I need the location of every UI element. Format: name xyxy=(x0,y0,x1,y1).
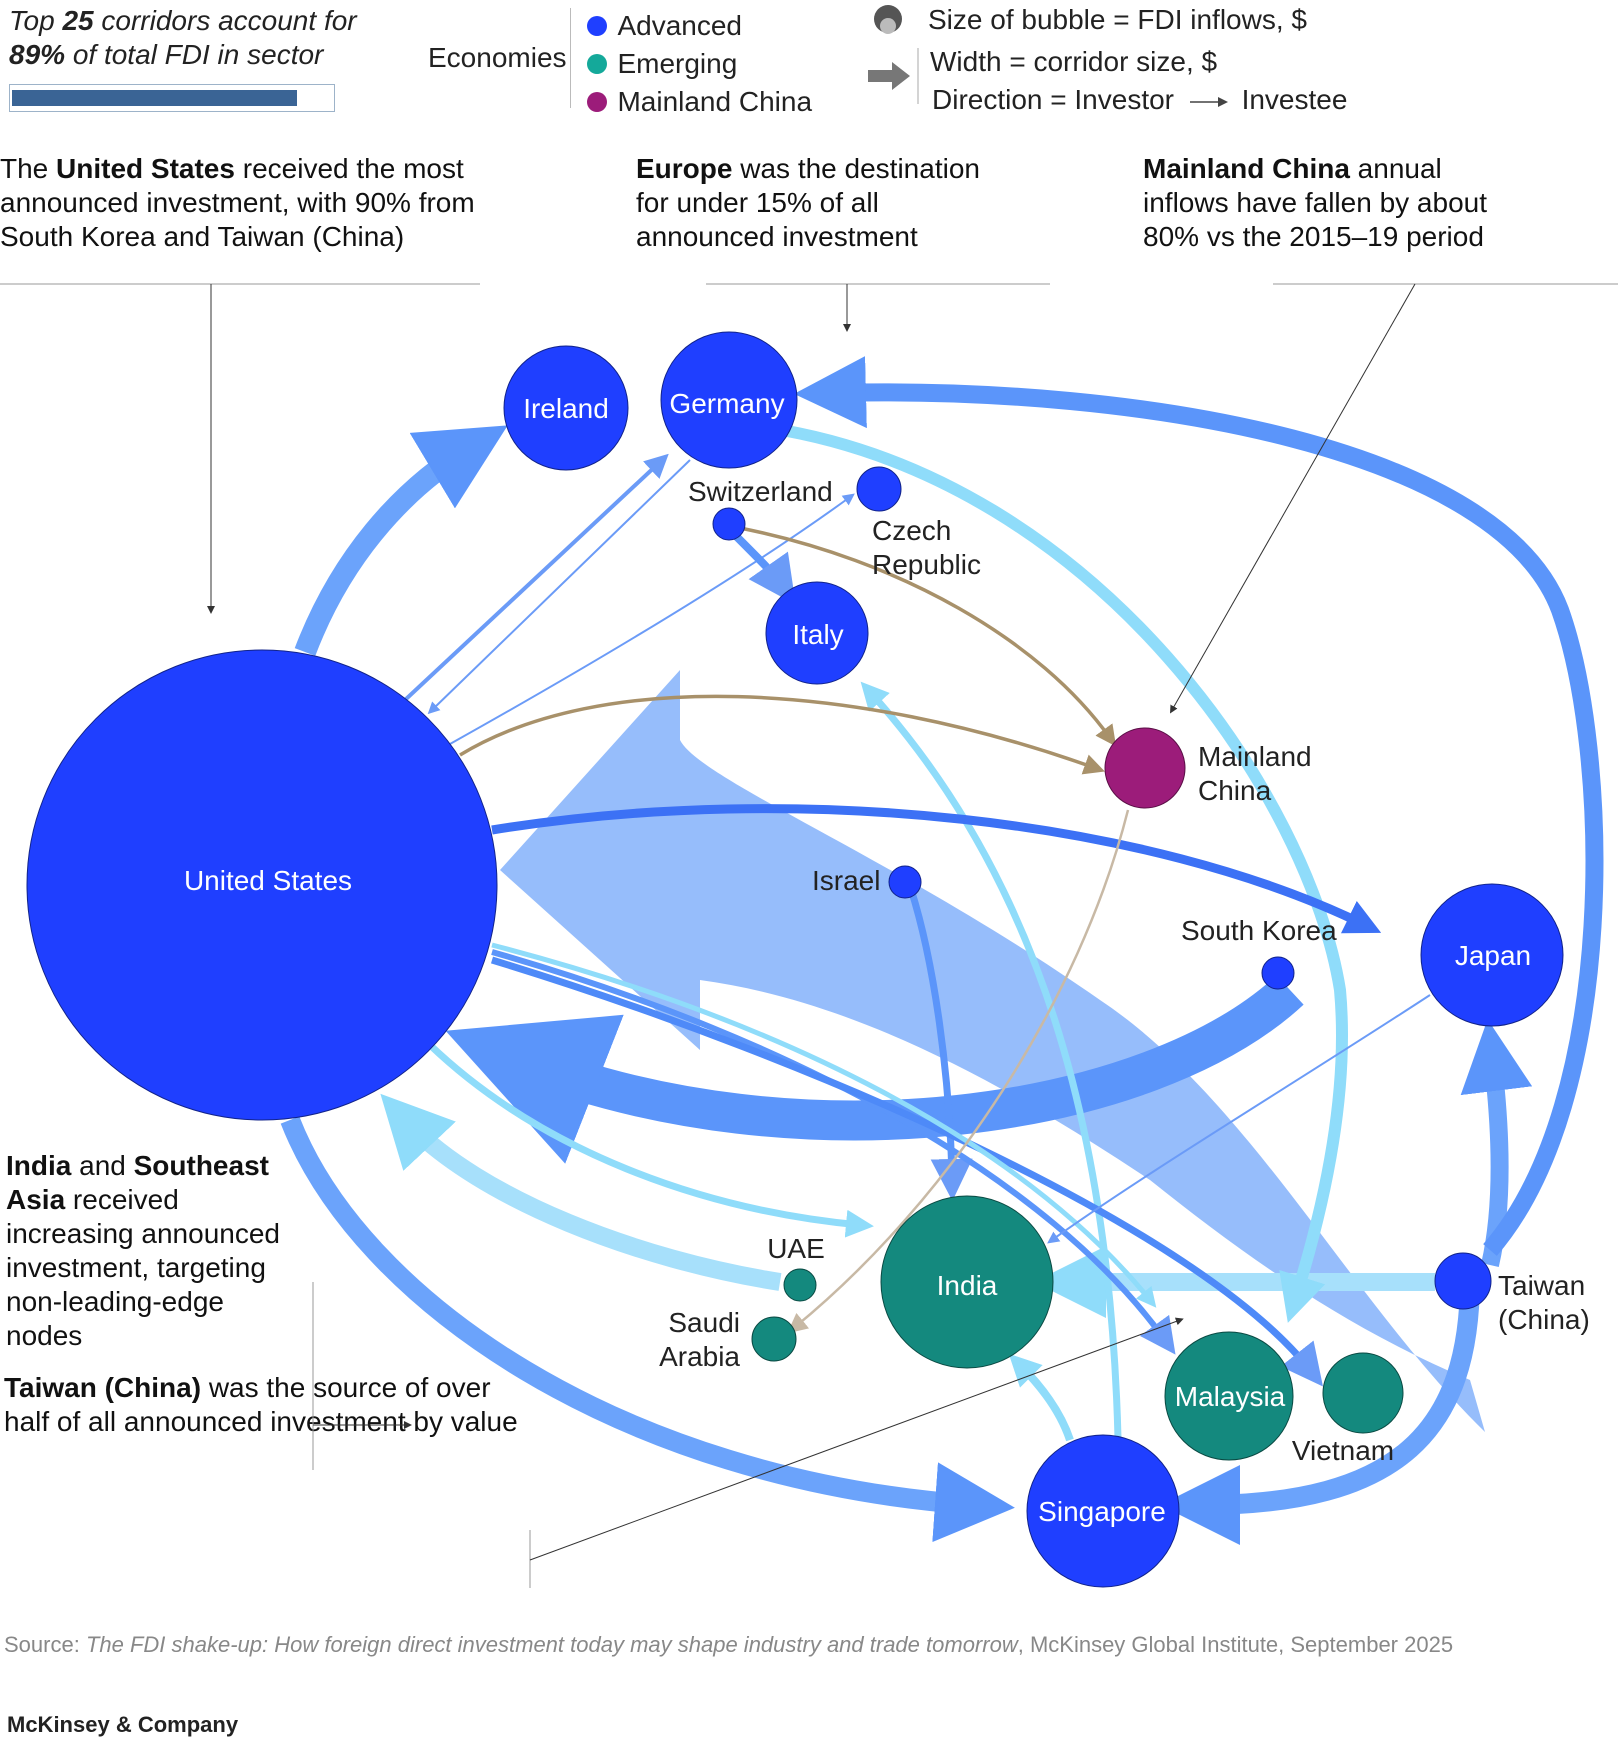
corridor-china-saudi xyxy=(787,809,1130,1334)
label-japan: Japan xyxy=(1455,940,1531,971)
corridor-switzerland-italy xyxy=(732,532,796,605)
label-israel: Israel xyxy=(812,865,880,896)
corridor-us-czech xyxy=(449,493,855,745)
top-corridors-text: Top 25 corridors account for 89% of tota… xyxy=(9,5,357,70)
annotation-india: India and Southeast Asia received increa… xyxy=(6,1150,280,1351)
label-malaysia: Malaysia xyxy=(1175,1381,1286,1412)
annotation-china: Mainland China annual inflows have falle… xyxy=(1143,153,1487,252)
legend-item-china: Mainland China xyxy=(587,86,812,118)
taiwan-annotation-pointer xyxy=(529,1317,1184,1561)
corridor-singapore-italy xyxy=(860,681,1122,1439)
legend-divider xyxy=(570,8,571,108)
share-progress-bar xyxy=(9,84,335,112)
legend-economies-label: Economies xyxy=(428,42,567,73)
node-malaysia xyxy=(1164,1331,1294,1461)
corridor-germany-malaysia xyxy=(769,422,1348,1323)
corridor-us-ireland xyxy=(294,425,508,656)
corridor-singapore-india xyxy=(1008,1353,1074,1442)
label-saudi-line2: Arabia xyxy=(659,1341,740,1372)
label-taiwan-line1: Taiwan xyxy=(1498,1270,1585,1301)
china-annotation-pointer xyxy=(1170,283,1416,714)
label-taiwan-line2: (China) xyxy=(1498,1304,1590,1335)
label-switzerland: Switzerland xyxy=(688,476,833,507)
corridor-us-japan xyxy=(491,804,1382,934)
label-united-states: United States xyxy=(184,865,352,896)
corridor-us-singapore xyxy=(280,1116,1015,1543)
label-vietnam: Vietnam xyxy=(1292,1435,1394,1466)
legend-direction-label: Direction = Investor Investee xyxy=(932,84,1348,115)
label-china-line2: China xyxy=(1198,775,1272,806)
legend-shape-icons xyxy=(868,5,919,104)
source-note: Source: The FDI shake-up: How foreign di… xyxy=(4,1632,1454,1657)
legend-size-label: Size of bubble = FDI inflows, $ xyxy=(928,4,1307,35)
width-arrow-icon xyxy=(868,62,910,90)
node-mainland-china xyxy=(1104,727,1186,809)
label-uae: UAE xyxy=(767,1233,825,1264)
node-israel xyxy=(888,865,922,899)
node-italy xyxy=(765,581,869,685)
node-singapore xyxy=(1026,1434,1180,1588)
annotation-europe: Europe was the destination for under 15%… xyxy=(636,153,980,252)
bubble-size-inner-icon xyxy=(880,18,896,34)
corridor-switzerland-china xyxy=(739,526,1117,747)
node-czech-republic xyxy=(856,466,902,512)
node-taiwan xyxy=(1434,1252,1492,1310)
node-south-korea xyxy=(1261,956,1295,990)
share-progress-fill xyxy=(12,90,297,106)
direction-arrow-icon xyxy=(1189,96,1228,107)
brand-logo: McKinsey & Company xyxy=(7,1712,239,1737)
node-saudi-arabia xyxy=(751,1316,797,1362)
label-germany: Germany xyxy=(669,388,784,419)
node-germany xyxy=(660,331,798,469)
label-china-line1: Mainland xyxy=(1198,741,1312,772)
label-ireland: Ireland xyxy=(523,393,609,424)
node-japan xyxy=(1420,883,1564,1027)
node-ireland xyxy=(503,345,629,471)
corridor-us-china xyxy=(459,694,1105,775)
corridor-israel-india xyxy=(904,878,973,1201)
corridor-us-malaysia xyxy=(491,949,1176,1355)
corridor-japan-india xyxy=(1047,994,1431,1244)
china-swatch-icon xyxy=(587,92,607,112)
label-italy: Italy xyxy=(792,619,843,650)
corridor-taiwan-us xyxy=(500,670,1485,1432)
node-uae xyxy=(783,1268,817,1302)
corridor-us-germany xyxy=(403,453,669,702)
corridor-us-india xyxy=(427,1042,874,1238)
label-czech-line1: Czech xyxy=(872,515,951,546)
legend-item-advanced: Advanced xyxy=(587,10,742,42)
annotation-taiwan: Taiwan (China) was the source of over ha… xyxy=(4,1372,518,1437)
legend-item-emerging: Emerging xyxy=(587,48,737,80)
label-singapore: Singapore xyxy=(1038,1496,1166,1527)
emerging-swatch-icon xyxy=(587,54,607,74)
corridor-uae-us xyxy=(380,1093,782,1291)
corridor-germany-us xyxy=(427,459,691,715)
corridor-us-southeast xyxy=(491,942,1157,1308)
advanced-swatch-icon xyxy=(587,16,607,36)
corridor-taiwan-germany xyxy=(794,356,1604,1256)
node-switzerland xyxy=(712,507,746,541)
label-india: India xyxy=(937,1270,998,1301)
corridor-korea-us xyxy=(445,975,1304,1164)
annotation-us: The United States received the most anno… xyxy=(0,153,475,252)
node-vietnam xyxy=(1322,1352,1404,1434)
legend-width-label: Width = corridor size, $ xyxy=(930,46,1218,77)
node-united-states xyxy=(26,649,498,1121)
corridor-taiwan-singapore xyxy=(1160,1277,1480,1545)
label-czech-line2: Republic xyxy=(872,549,981,580)
label-saudi-line1: Saudi xyxy=(668,1307,740,1338)
label-south-korea: South Korea xyxy=(1181,915,1337,946)
node-india xyxy=(880,1195,1054,1369)
